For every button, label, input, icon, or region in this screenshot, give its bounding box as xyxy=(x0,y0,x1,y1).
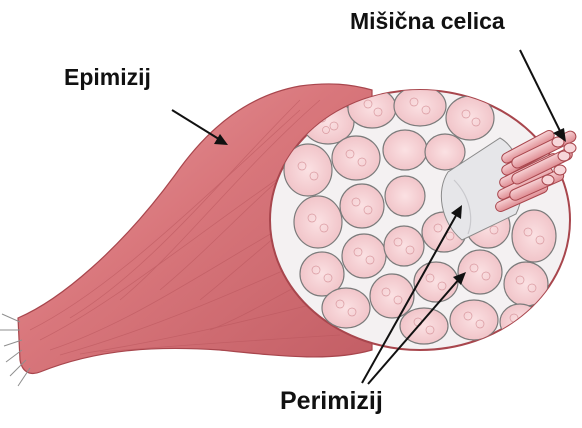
label-epimysium: Epimizij xyxy=(64,66,151,89)
label-perimysium: Perimizij xyxy=(280,389,383,414)
arrow-epimysium xyxy=(172,110,222,141)
arrow-muscle-cell xyxy=(520,50,562,135)
label-muscle-cell: Mišična celica xyxy=(350,10,505,33)
